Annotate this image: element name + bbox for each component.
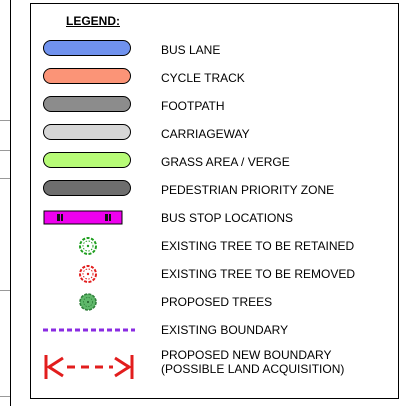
pedestrian-zone-swatch	[43, 180, 133, 198]
legend-item-pedestrian-zone: PEDESTRIAN PRIORITY ZONE	[31, 176, 398, 204]
proposed-tree-icon	[43, 292, 133, 311]
legend-item-carriageway: CARRIAGEWAY	[31, 120, 398, 148]
legend-label-sub: (POSSIBLE LAND ACQUISITION)	[161, 362, 345, 376]
legend-label: CARRIAGEWAY	[161, 127, 250, 141]
legend-item-tree-retained: EXISTING TREE TO BE RETAINED	[31, 232, 398, 260]
legend-label: FOOTPATH	[161, 99, 225, 113]
legend-label: PROPOSED NEW BOUNDARY	[161, 348, 332, 362]
legend-label: BUS LANE	[161, 43, 221, 57]
adjacent-panel-rule	[0, 150, 10, 151]
carriageway-swatch	[43, 124, 133, 142]
legend-label: CYCLE TRACK	[161, 71, 245, 85]
legend-item-footpath: FOOTPATH	[31, 92, 398, 120]
cycle-track-swatch	[43, 68, 133, 86]
existing-boundary-line	[43, 320, 135, 338]
adjacent-panel-edge	[0, 0, 11, 406]
footpath-swatch	[43, 96, 133, 114]
legend-item-bus-lane: BUS LANE	[31, 36, 398, 64]
legend-item-existing-boundary: EXISTING BOUNDARY	[31, 316, 398, 344]
legend-title: LEGEND:	[66, 14, 120, 28]
legend-panel: LEGEND: BUS LANE CYCLE TRACK FOOTPATH CA…	[30, 3, 399, 399]
grass-verge-swatch	[43, 152, 133, 170]
tree-retained-icon	[43, 236, 133, 255]
legend-label: PROPOSED TREES	[161, 295, 273, 309]
adjacent-panel-rule	[0, 120, 10, 121]
bus-lane-swatch	[43, 40, 133, 58]
legend-item-proposed-boundary: PROPOSED NEW BOUNDARY (POSSIBLE LAND ACQ…	[31, 344, 398, 388]
legend-item-grass-verge: GRASS AREA / VERGE	[31, 148, 398, 176]
bus-stop-icon	[43, 208, 133, 226]
adjacent-panel-rule	[0, 396, 10, 397]
legend-label: GRASS AREA / VERGE	[161, 155, 290, 169]
legend-item-bus-stop: BUS STOP LOCATIONS	[31, 204, 398, 232]
legend-label: EXISTING BOUNDARY	[161, 323, 289, 337]
legend-item-proposed-trees: PROPOSED TREES	[31, 288, 398, 316]
adjacent-panel-rule	[0, 290, 10, 291]
legend-label-multiline: PROPOSED NEW BOUNDARY (POSSIBLE LAND ACQ…	[161, 348, 344, 376]
adjacent-panel-rule	[0, 178, 10, 179]
proposed-boundary-arrow	[43, 352, 134, 382]
legend-item-tree-removed: EXISTING TREE TO BE REMOVED	[31, 260, 398, 288]
tree-removed-icon	[43, 264, 133, 283]
legend-label: EXISTING TREE TO BE REMOVED	[161, 267, 356, 281]
legend-label: BUS STOP LOCATIONS	[161, 211, 294, 225]
legend-item-cycle-track: CYCLE TRACK	[31, 64, 398, 92]
legend-label: PEDESTRIAN PRIORITY ZONE	[161, 183, 335, 197]
legend-label: EXISTING TREE TO BE RETAINED	[161, 239, 355, 253]
